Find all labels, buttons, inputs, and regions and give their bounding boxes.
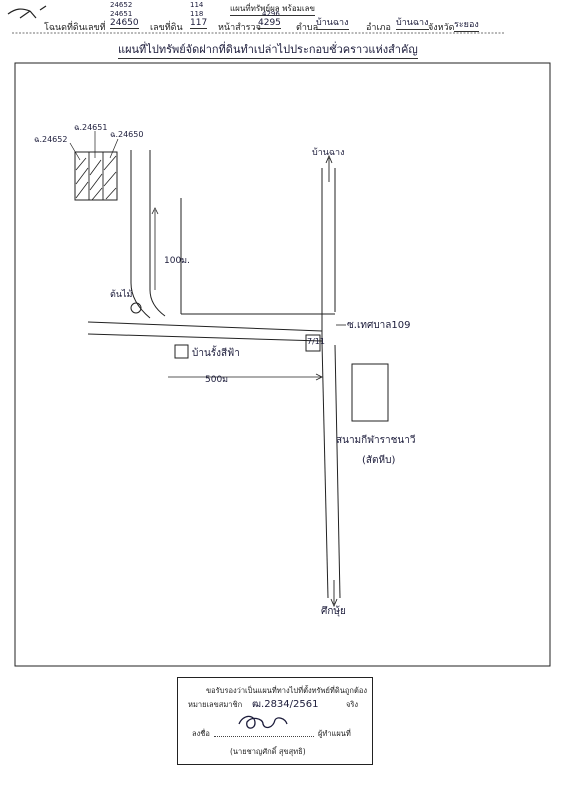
corner-mark-icon: [7, 5, 47, 19]
subdistrict-value: บ้านฉาง: [316, 15, 349, 30]
store-marker: [174, 344, 189, 359]
land-label: เลขที่ดิน: [150, 23, 183, 33]
handwritten-title: แผนที่ไปทรัพย์จัดฝากที่ดินทำเปล่าไปประกอ…: [118, 40, 418, 59]
certification-box: ขอรับรองว่าเป็นแผนที่ทางไปที่ตั้งทรัพย์ท…: [177, 677, 373, 765]
district-value: บ้านฉาง: [396, 15, 429, 30]
plot-label-24651: ฉ.24651: [74, 123, 108, 132]
header-rule: [12, 32, 505, 34]
plot-parcels: [69, 131, 119, 201]
south-arrow-icon: [330, 580, 338, 608]
survey-label: หน้าสำรวจ: [218, 23, 261, 33]
main-road-vertical: [321, 168, 341, 599]
side-road: [130, 150, 166, 319]
landmark-marker: [351, 363, 389, 422]
road-north-label: บ้านฉาง: [312, 148, 345, 158]
survey-number-1: 4296: [262, 10, 280, 18]
plot-label-24652: ฉ.24652: [34, 135, 68, 144]
land-number-3: 117: [190, 18, 208, 29]
distance-arrow-horizontal: [168, 373, 323, 381]
cert-sign-suffix: ผู้ทำแผนที่: [318, 729, 351, 738]
cert-member-suffix: จริง: [346, 700, 359, 709]
store-label: บ้านรั้งสีฟ้า: [192, 348, 240, 359]
north-arrow-icon: [325, 154, 333, 182]
cert-name: (นายชาญศักดิ์ สุขสุทธิ): [230, 747, 306, 756]
tree-label: ต้นไม้: [110, 290, 133, 300]
office-title: แผนที่ทรัพย์ผล พร้อมเลข: [230, 2, 316, 16]
deed-number-3: 24650: [110, 18, 139, 29]
shop-7-11-marker: [305, 334, 321, 352]
tree-icon: [130, 302, 142, 314]
province-value: ระยอง: [454, 17, 479, 32]
landmark-sub-label: (สัตหีบ): [362, 455, 396, 466]
landmark-label: สนามกีฬาราชนาวี: [336, 435, 416, 446]
soi-label: ซ.เทศบาล109: [347, 320, 411, 331]
main-road-horizontal: [87, 321, 323, 342]
shop-7-11-label: 7/11: [307, 337, 325, 346]
province-label: จังหวัด: [428, 23, 455, 33]
road-south-label: ศึกษุ้ย: [321, 606, 346, 617]
survey-number-2: 4295: [258, 18, 281, 29]
plot-label-24650: ฉ.24650: [110, 130, 144, 139]
map-frame: [14, 62, 551, 667]
signature-mark: [238, 715, 288, 729]
cert-member-label: หมายเลขสมาชิก: [188, 700, 243, 709]
distance-arrow-vertical: [151, 207, 159, 290]
subdistrict-label: ตำบล: [296, 23, 319, 33]
land-number-2: 118: [190, 10, 204, 18]
deed-number-2: 24651: [110, 10, 133, 18]
district-label: อำเภอ: [366, 23, 391, 33]
cert-sign-label: ลงชื่อ: [192, 729, 210, 738]
cert-sign-line: [214, 736, 314, 737]
land-number-1: 114: [190, 1, 204, 9]
distance-vertical-label: 100ม.: [164, 256, 190, 266]
distance-horizontal-label: 500ม: [205, 375, 229, 385]
deed-number-1: 24652: [110, 1, 133, 9]
cert-line1: ขอรับรองว่าเป็นแผนที่ทางไปที่ตั้งทรัพย์ท…: [206, 686, 367, 695]
cert-member-value: ฒ.2834/2561: [252, 699, 319, 710]
deed-label: โฉนดที่ดินเลขที่: [44, 23, 106, 33]
